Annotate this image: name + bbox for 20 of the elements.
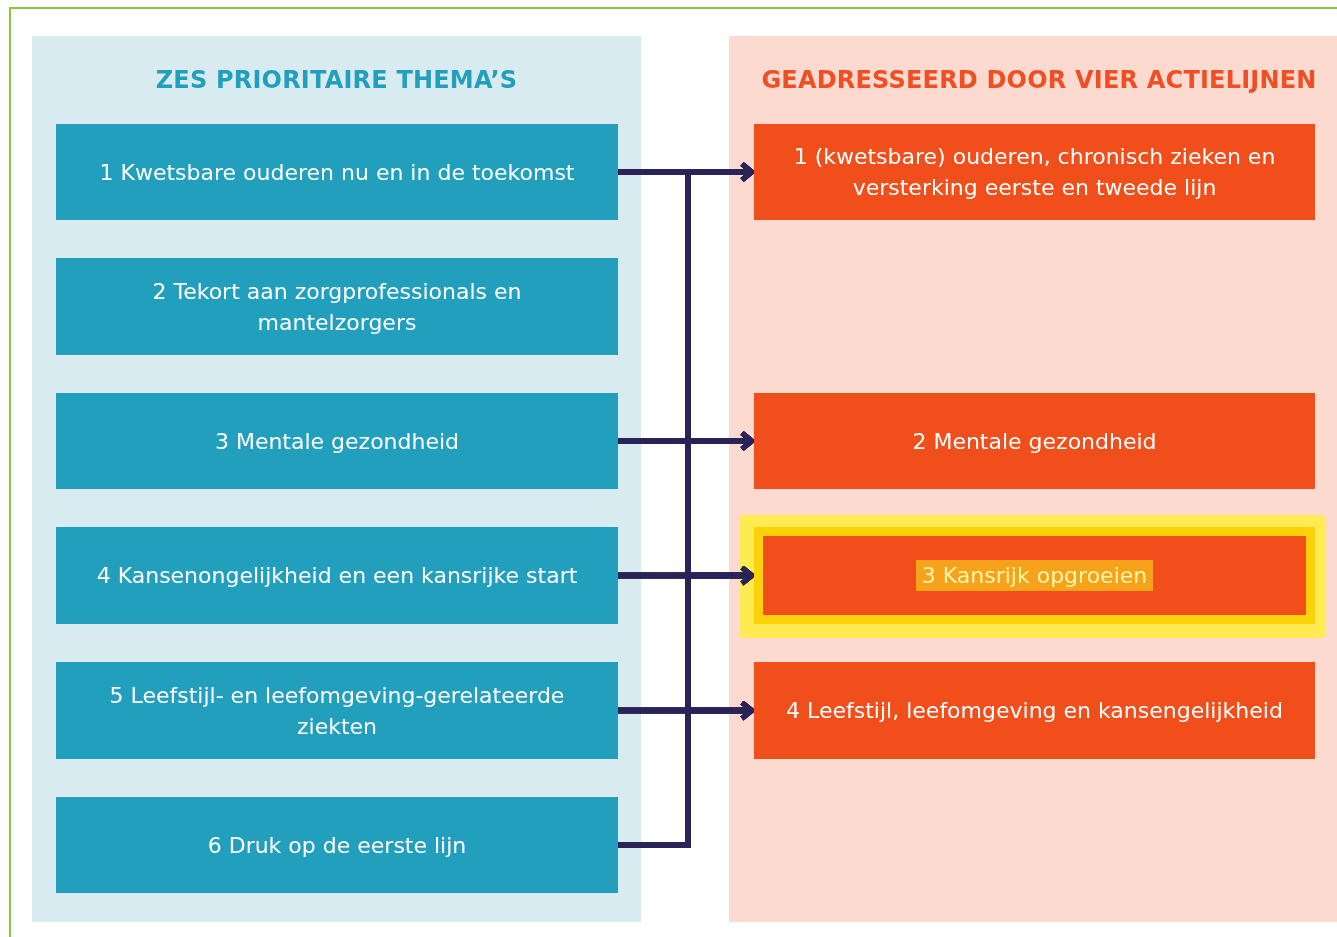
box-label: 3 Mentale gezondheid: [214, 427, 460, 456]
theme-box: [56, 527, 618, 624]
theme-panel: [32, 36, 641, 922]
theme-box: [56, 258, 618, 355]
action-panel: [729, 36, 1337, 922]
box-label: 6 Druk op de eerste lijn: [207, 831, 467, 860]
box-label: 4 Kansenongelijkheid en een kansrijke start: [96, 562, 578, 590]
box-label: 2 Mentale gezondheid: [912, 427, 1157, 456]
theme-box: [56, 797, 618, 893]
box-label: 4 Leefstijl, leefomgeving en kansengelijkheid: [786, 697, 1283, 725]
box-label: 5 Leefstijl- en leefomgeving-gerelateerde ziekten: [108, 681, 566, 741]
theme-box: [56, 124, 618, 220]
box-label: 1 Kwetsbare ouderen nu en in de toekomst: [99, 158, 575, 187]
theme-box: [56, 662, 618, 759]
theme-box: [56, 393, 618, 489]
box-label: 3 Kansrijk opgroeien: [915, 560, 1154, 591]
panel-heading: ZES PRIORITAIRE THEMA’S: [154, 66, 519, 94]
box-label: 1 (kwetsbare) ouderen, chronisch zieken en versterking eerste en tweede lijn: [792, 143, 1277, 202]
box-label: 2 Tekort aan zorgprofessionals en mantelzorgers: [151, 277, 523, 337]
panel-heading: GEADRESSEERD DOOR VIER ACTIELIJNEN: [760, 66, 1318, 94]
